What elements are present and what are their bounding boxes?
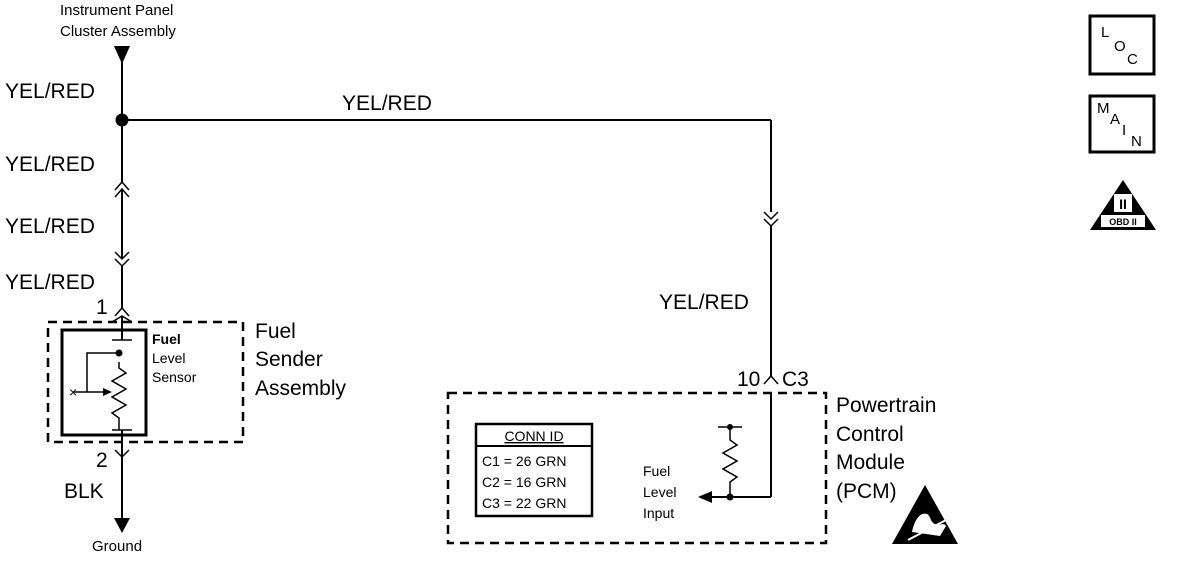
sender-top-ticks	[111, 315, 133, 323]
pcm-name-line2: Control	[836, 423, 904, 446]
sender-name-line2: Sender	[255, 348, 323, 371]
conn-id-row-1: C1 = 26 GRN	[482, 453, 566, 469]
loc-icon: L O C	[1088, 14, 1156, 76]
inline-connector-upper	[114, 180, 130, 198]
sender-wiper-path	[86, 352, 119, 392]
conn-id-row-3: C3 = 22 GRN	[482, 495, 566, 511]
pcm-pin-number: 10	[737, 368, 760, 391]
sender-pin-top: 1	[96, 296, 108, 319]
wiper-arrow-icon	[103, 388, 112, 396]
esd-warning-icon	[892, 485, 958, 544]
svg-text:II: II	[1119, 196, 1127, 212]
source-label-line1: Instrument Panel	[60, 2, 173, 19]
sensor-label-line2: Level	[152, 350, 185, 366]
sender-pin-bottom: 2	[96, 449, 108, 472]
pcm-input-arrow-icon	[698, 491, 712, 503]
sensor-label-line1: Fuel	[152, 331, 181, 347]
ground-arrow-icon	[114, 518, 130, 533]
obd-ii-icon: II OBD II	[1090, 180, 1156, 230]
main-icon: M A I N	[1088, 94, 1156, 154]
svg-text:N: N	[1131, 133, 1142, 150]
wire-label-left-2: YEL/RED	[5, 153, 95, 176]
pcm-name-line1: Powertrain	[836, 394, 936, 417]
pcm-input-label-line2: Level	[643, 484, 676, 500]
pin1-connector	[114, 306, 130, 317]
sender-name-line1: Fuel	[255, 320, 296, 343]
conn-id-header: CONN ID	[504, 428, 563, 444]
pcm-name-line4: (PCM)	[836, 480, 897, 503]
svg-text:M: M	[1097, 100, 1110, 117]
ground-label: Ground	[92, 538, 142, 555]
pin10-connector	[763, 374, 779, 385]
conn-id-row-2: C2 = 16 GRN	[482, 474, 566, 490]
pcm-connector-id: C3	[782, 368, 809, 391]
conn-id-table	[474, 422, 594, 518]
pcm-name-line3: Module	[836, 451, 905, 474]
source-arrow-icon	[114, 46, 130, 64]
pcm-boundary	[446, 391, 828, 545]
wire-label-top-right: YEL/RED	[342, 92, 432, 115]
wire-label-right-lower: YEL/RED	[659, 291, 749, 314]
pullup-resistor-zigzag	[721, 427, 739, 497]
source-label-line2: Cluster Assembly	[60, 23, 176, 40]
svg-text:I: I	[1122, 122, 1126, 139]
svg-text:O: O	[1114, 38, 1126, 55]
pcm-input-label-line3: Input	[643, 505, 674, 521]
fuel-level-sensor-box	[60, 328, 148, 437]
sensor-label-line3: Sensor	[152, 369, 197, 385]
wire-label-top-left: YEL/RED	[5, 80, 95, 103]
fuel-level-resistor-zigzag	[110, 362, 128, 430]
inline-connector-right	[763, 211, 779, 228]
svg-text:A: A	[1110, 111, 1120, 128]
svg-text:OBD II: OBD II	[1109, 217, 1137, 227]
wire-label-blk: BLK	[64, 480, 104, 503]
sender-name-line3: Assembly	[255, 377, 347, 400]
svg-text:C: C	[1127, 51, 1138, 68]
wiper-x-mark: ×	[69, 384, 77, 400]
wire-label-left-3: YEL/RED	[5, 215, 95, 238]
svg-text:L: L	[1101, 24, 1109, 41]
pcm-input-label-line1: Fuel	[643, 463, 670, 479]
wire-label-left-4: YEL/RED	[5, 271, 95, 294]
sender-assembly-boundary	[46, 320, 245, 444]
